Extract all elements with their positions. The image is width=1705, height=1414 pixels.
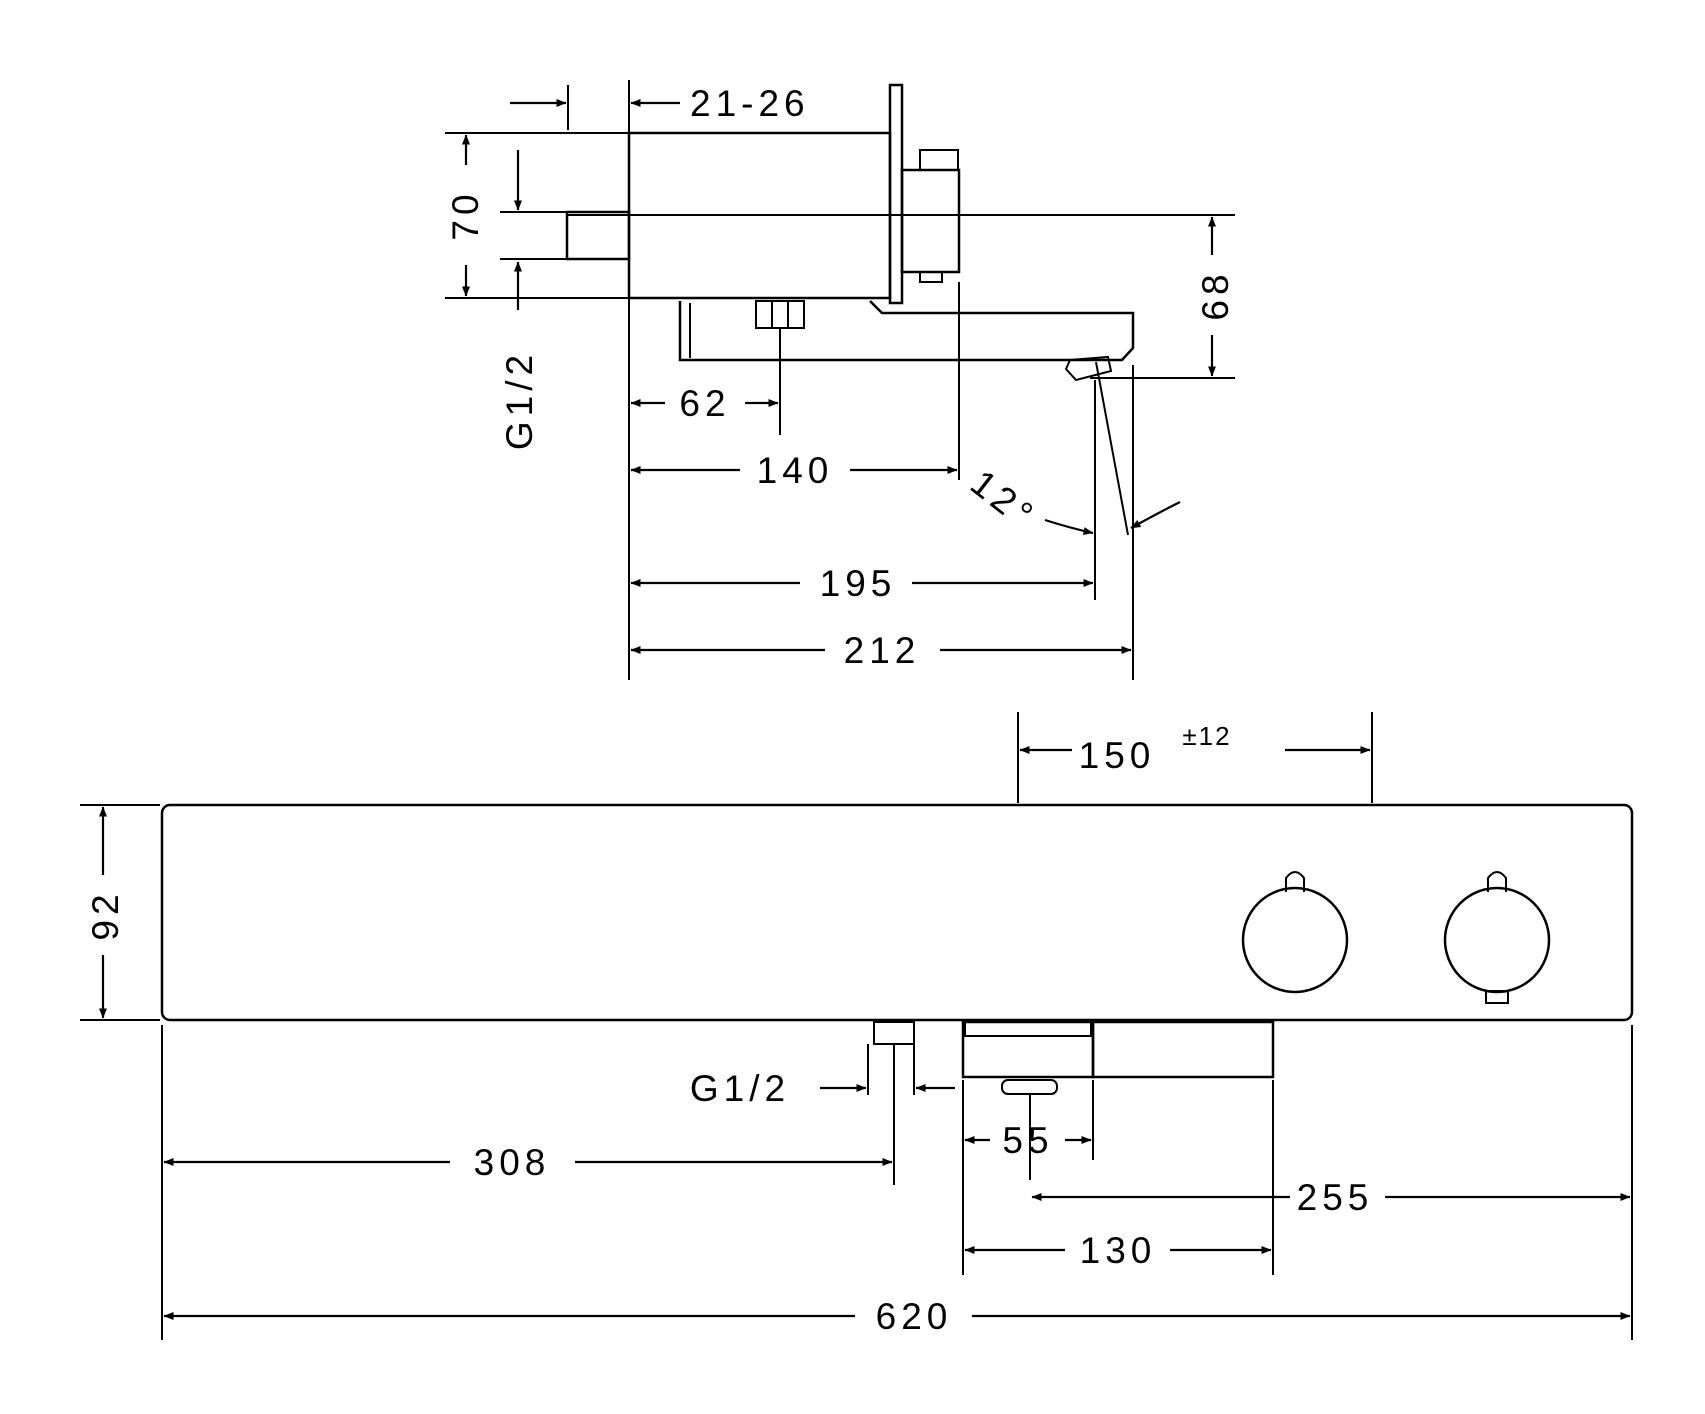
spout bbox=[678, 300, 1135, 362]
spout-length-label: 130 bbox=[1080, 1230, 1157, 1271]
side-view: 21-26 70 G1/2 68 62 140 12° 195 bbox=[445, 80, 1236, 680]
hex-nut bbox=[755, 300, 805, 435]
spout-width-label: 55 bbox=[1002, 1120, 1053, 1161]
spout-height-label: 68 bbox=[1195, 269, 1236, 320]
width-label: 620 bbox=[876, 1296, 953, 1337]
outlet-to-right-label: 255 bbox=[1297, 1177, 1374, 1218]
front-view: 150 ±12 92 G1/2 55 308 255 130 620 bbox=[80, 712, 1634, 1340]
wall-flange bbox=[888, 83, 904, 305]
inlet-stub bbox=[565, 210, 631, 261]
thermostat-knob bbox=[1241, 871, 1349, 994]
height-label: 70 bbox=[445, 189, 486, 240]
front-thread-label: G1/2 bbox=[690, 1068, 790, 1109]
rear-connector-cap-bottom bbox=[919, 271, 943, 283]
centers-label: 150 bbox=[1079, 735, 1156, 776]
front-body-outline bbox=[160, 803, 1634, 1022]
angle-label: 12° bbox=[963, 462, 1044, 538]
front-inlet-connector bbox=[867, 1021, 915, 1185]
thread-label: G1/2 bbox=[499, 350, 540, 450]
rear-connector-cap-top bbox=[919, 149, 959, 171]
front-spout bbox=[961, 1020, 1275, 1180]
depth-label: 140 bbox=[757, 450, 834, 491]
centers-tolerance: ±12 bbox=[1182, 721, 1231, 751]
inlet-distance-label: 62 bbox=[679, 383, 730, 424]
front-height-label: 92 bbox=[85, 889, 126, 940]
inlet-position-label: 308 bbox=[474, 1142, 551, 1183]
rear-connector bbox=[900, 168, 961, 274]
wall-offset-label: 21-26 bbox=[690, 83, 810, 124]
outlet-label: 195 bbox=[820, 563, 897, 604]
diverter-knob bbox=[1443, 871, 1551, 1004]
projection-label: 212 bbox=[844, 630, 921, 671]
outlet-aerator bbox=[1064, 355, 1129, 536]
